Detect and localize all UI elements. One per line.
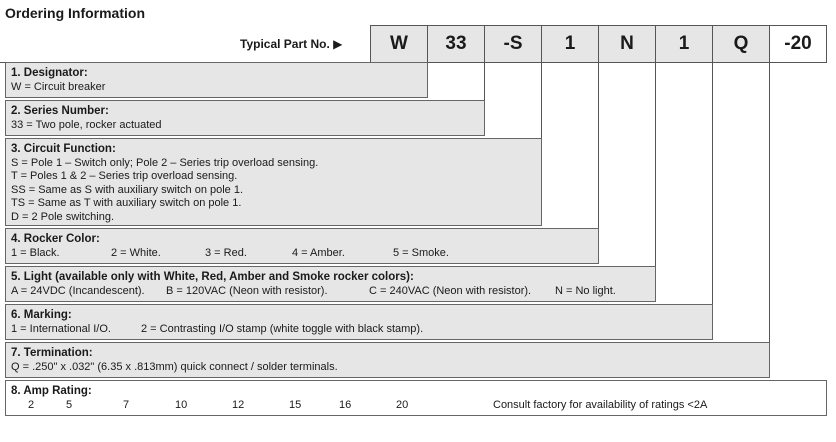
typical-part-label: Typical Part No. ▶ xyxy=(240,37,343,51)
section-termination: 7. Termination: Q = .250" x .032" (6.35 … xyxy=(5,342,770,378)
amp-option: 16 xyxy=(339,398,352,411)
section-line: D = 2 Pole switching. xyxy=(11,210,115,223)
section-heading: 1. Designator: xyxy=(11,67,88,79)
section-rocker-color: 4. Rocker Color: 1 = Black. 2 = White. 3… xyxy=(5,228,599,264)
section-line: SS = Same as S with auxiliary switch on … xyxy=(11,183,244,196)
page-title: Ordering Information xyxy=(5,5,145,21)
section-line: W = Circuit breaker xyxy=(11,80,106,93)
section-line: T = Poles 1 & 2 – Series trip overload s… xyxy=(11,170,238,182)
light-option: N = No light. xyxy=(555,284,616,297)
amp-option: 7 xyxy=(123,398,130,411)
amp-option: 12 xyxy=(232,398,245,411)
section-line: 33 = Two pole, rocker actuated xyxy=(11,118,162,131)
marking-option: 2 = Contrasting I/O stamp (white toggle … xyxy=(141,322,424,335)
light-option: C = 240VAC (Neon with resistor). xyxy=(369,284,532,297)
section-line: TS = Same as T with auxiliary switch on … xyxy=(11,197,242,209)
section-heading: 2. Series Number: xyxy=(11,105,109,117)
rocker-option: 1 = Black. xyxy=(11,246,60,259)
amp-option: 2 xyxy=(28,398,35,411)
section-marking: 6. Marking: 1 = International I/O. 2 = C… xyxy=(5,304,713,340)
section-heading: 8. Amp Rating: xyxy=(11,385,92,397)
light-option: B = 120VAC (Neon with resistor). xyxy=(166,284,328,297)
amp-note: Consult factory for availability of rati… xyxy=(493,398,708,411)
rocker-option: 2 = White. xyxy=(111,246,161,259)
section-heading: 4. Rocker Color: xyxy=(11,233,100,245)
code-rocker: 1 xyxy=(541,25,599,63)
code-termination: Q xyxy=(712,25,770,63)
code-light: N xyxy=(598,25,656,63)
code-series: 33 xyxy=(427,25,485,63)
section-light: 5. Light (available only with White, Red… xyxy=(5,266,656,302)
connector-line xyxy=(484,62,485,136)
amp-option: 5 xyxy=(66,398,73,411)
section-heading: 3. Circuit Function: xyxy=(11,143,116,155)
section-series-number: 2. Series Number: 33 = Two pole, rocker … xyxy=(5,100,485,136)
amp-option: 15 xyxy=(289,398,302,411)
light-option: A = 24VDC (Incandescent). xyxy=(11,284,145,297)
connector-line xyxy=(598,62,599,264)
section-line: Q = .250" x .032" (6.35 x .813mm) quick … xyxy=(11,360,338,373)
marking-option: 1 = International I/O. xyxy=(11,322,111,335)
connector-line xyxy=(769,62,770,378)
rocker-option: 4 = Amber. xyxy=(292,246,345,259)
code-designator: W xyxy=(370,25,428,63)
connector-line xyxy=(712,62,713,340)
code-marking: 1 xyxy=(655,25,713,63)
amp-option: 20 xyxy=(396,398,409,411)
rocker-option: 5 = Smoke. xyxy=(393,246,449,259)
section-circuit-function: 3. Circuit Function: S = Pole 1 – Switch… xyxy=(5,138,542,226)
section-line: S = Pole 1 – Switch only; Pole 2 – Serie… xyxy=(11,156,319,169)
section-heading: 5. Light (available only with White, Red… xyxy=(11,271,414,283)
amp-option: 10 xyxy=(175,398,188,411)
section-amp-rating: 8. Amp Rating: 2 5 7 10 12 15 16 20 Cons… xyxy=(5,380,827,416)
code-amp: -20 xyxy=(769,25,827,63)
connector-line xyxy=(655,62,656,302)
code-function: -S xyxy=(484,25,542,63)
section-designator: 1. Designator: W = Circuit breaker xyxy=(5,62,428,98)
section-heading: 6. Marking: xyxy=(11,309,72,321)
rocker-option: 3 = Red. xyxy=(205,246,247,259)
section-heading: 7. Termination: xyxy=(11,347,93,359)
